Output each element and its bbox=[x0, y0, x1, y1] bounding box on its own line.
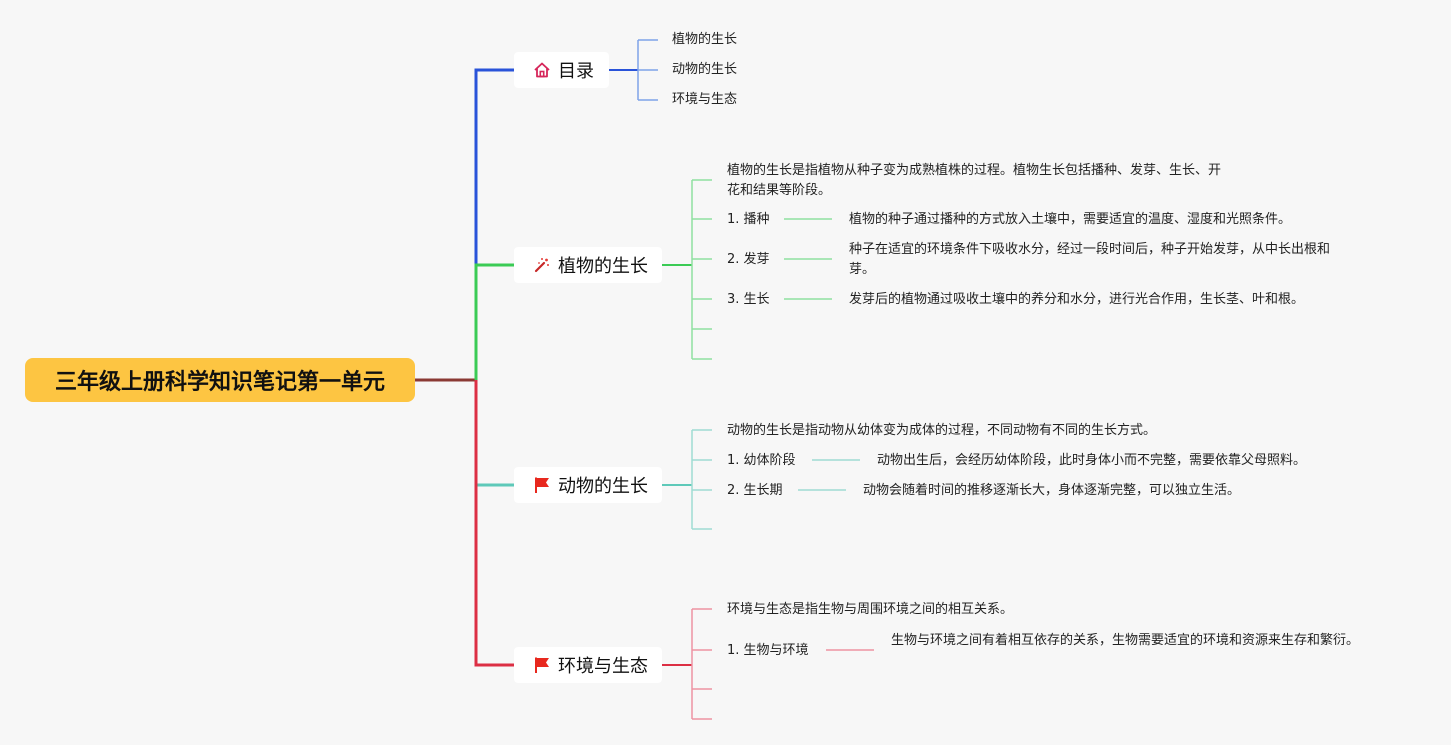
branch-env[interactable]: 环境与生态 bbox=[514, 647, 662, 683]
branch-plant-label: 植物的生长 bbox=[558, 256, 648, 277]
toc-item-plant[interactable]: 植物的生长 bbox=[672, 32, 738, 47]
branch-env-label: 环境与生态 bbox=[558, 656, 648, 677]
plant-step-desc: 发芽后的植物通过吸收土壤中的养分和水分，进行光合作用，生长茎、叶和根。 bbox=[849, 292, 1305, 307]
animal-step-desc: 动物会随着时间的推移逐渐长大，身体逐渐完整，可以独立生活。 bbox=[863, 483, 1241, 498]
toc-item-env[interactable]: 环境与生态 bbox=[672, 92, 738, 107]
red-flag-icon bbox=[532, 655, 552, 675]
plant-step-name[interactable]: 3. 生长 bbox=[727, 292, 770, 307]
home-icon bbox=[532, 60, 552, 80]
magic-wand-icon bbox=[532, 255, 552, 275]
branch-toc[interactable]: 目录 bbox=[514, 52, 609, 88]
root-topic[interactable]: 三年级上册科学知识笔记第一单元 bbox=[25, 358, 415, 402]
toc-item-animal[interactable]: 动物的生长 bbox=[672, 62, 738, 77]
animal-intro: 动物的生长是指动物从幼体变为成体的过程，不同动物有不同的生长方式。 bbox=[727, 423, 1157, 438]
plant-intro: 植物的生长是指植物从种子变为成熟植株的过程。植物生长包括播种、发芽、生长、开花和… bbox=[727, 163, 1222, 198]
branch-toc-label: 目录 bbox=[558, 61, 594, 82]
animal-step-name[interactable]: 1. 幼体阶段 bbox=[727, 453, 796, 468]
plant-step-desc: 种子在适宜的环境条件下吸收水分，经过一段时间后，种子开始发芽，从中长出根和芽。 bbox=[849, 242, 1331, 277]
branch-animal[interactable]: 动物的生长 bbox=[514, 467, 662, 503]
red-flag-icon bbox=[532, 475, 552, 495]
animal-step-name[interactable]: 2. 生长期 bbox=[727, 483, 783, 498]
plant-step-desc: 植物的种子通过播种的方式放入土壤中，需要适宜的温度、湿度和光照条件。 bbox=[849, 212, 1292, 227]
env-intro: 环境与生态是指生物与周围环境之间的相互关系。 bbox=[727, 602, 1014, 617]
plant-step-name[interactable]: 2. 发芽 bbox=[727, 252, 770, 267]
env-step-desc: 生物与环境之间有着相互依存的关系，生物需要适宜的环境和资源来生存和繁衍。 bbox=[891, 633, 1360, 648]
plant-step-name[interactable]: 1. 播种 bbox=[727, 212, 770, 227]
root-title: 三年级上册科学知识笔记第一单元 bbox=[54, 370, 385, 395]
env-step-name[interactable]: 1. 生物与环境 bbox=[727, 643, 809, 658]
animal-step-desc: 动物出生后，会经历幼体阶段，此时身体小而不完整，需要依靠父母照料。 bbox=[877, 453, 1307, 468]
branch-plant[interactable]: 植物的生长 bbox=[514, 247, 662, 283]
branch-animal-label: 动物的生长 bbox=[558, 476, 648, 497]
